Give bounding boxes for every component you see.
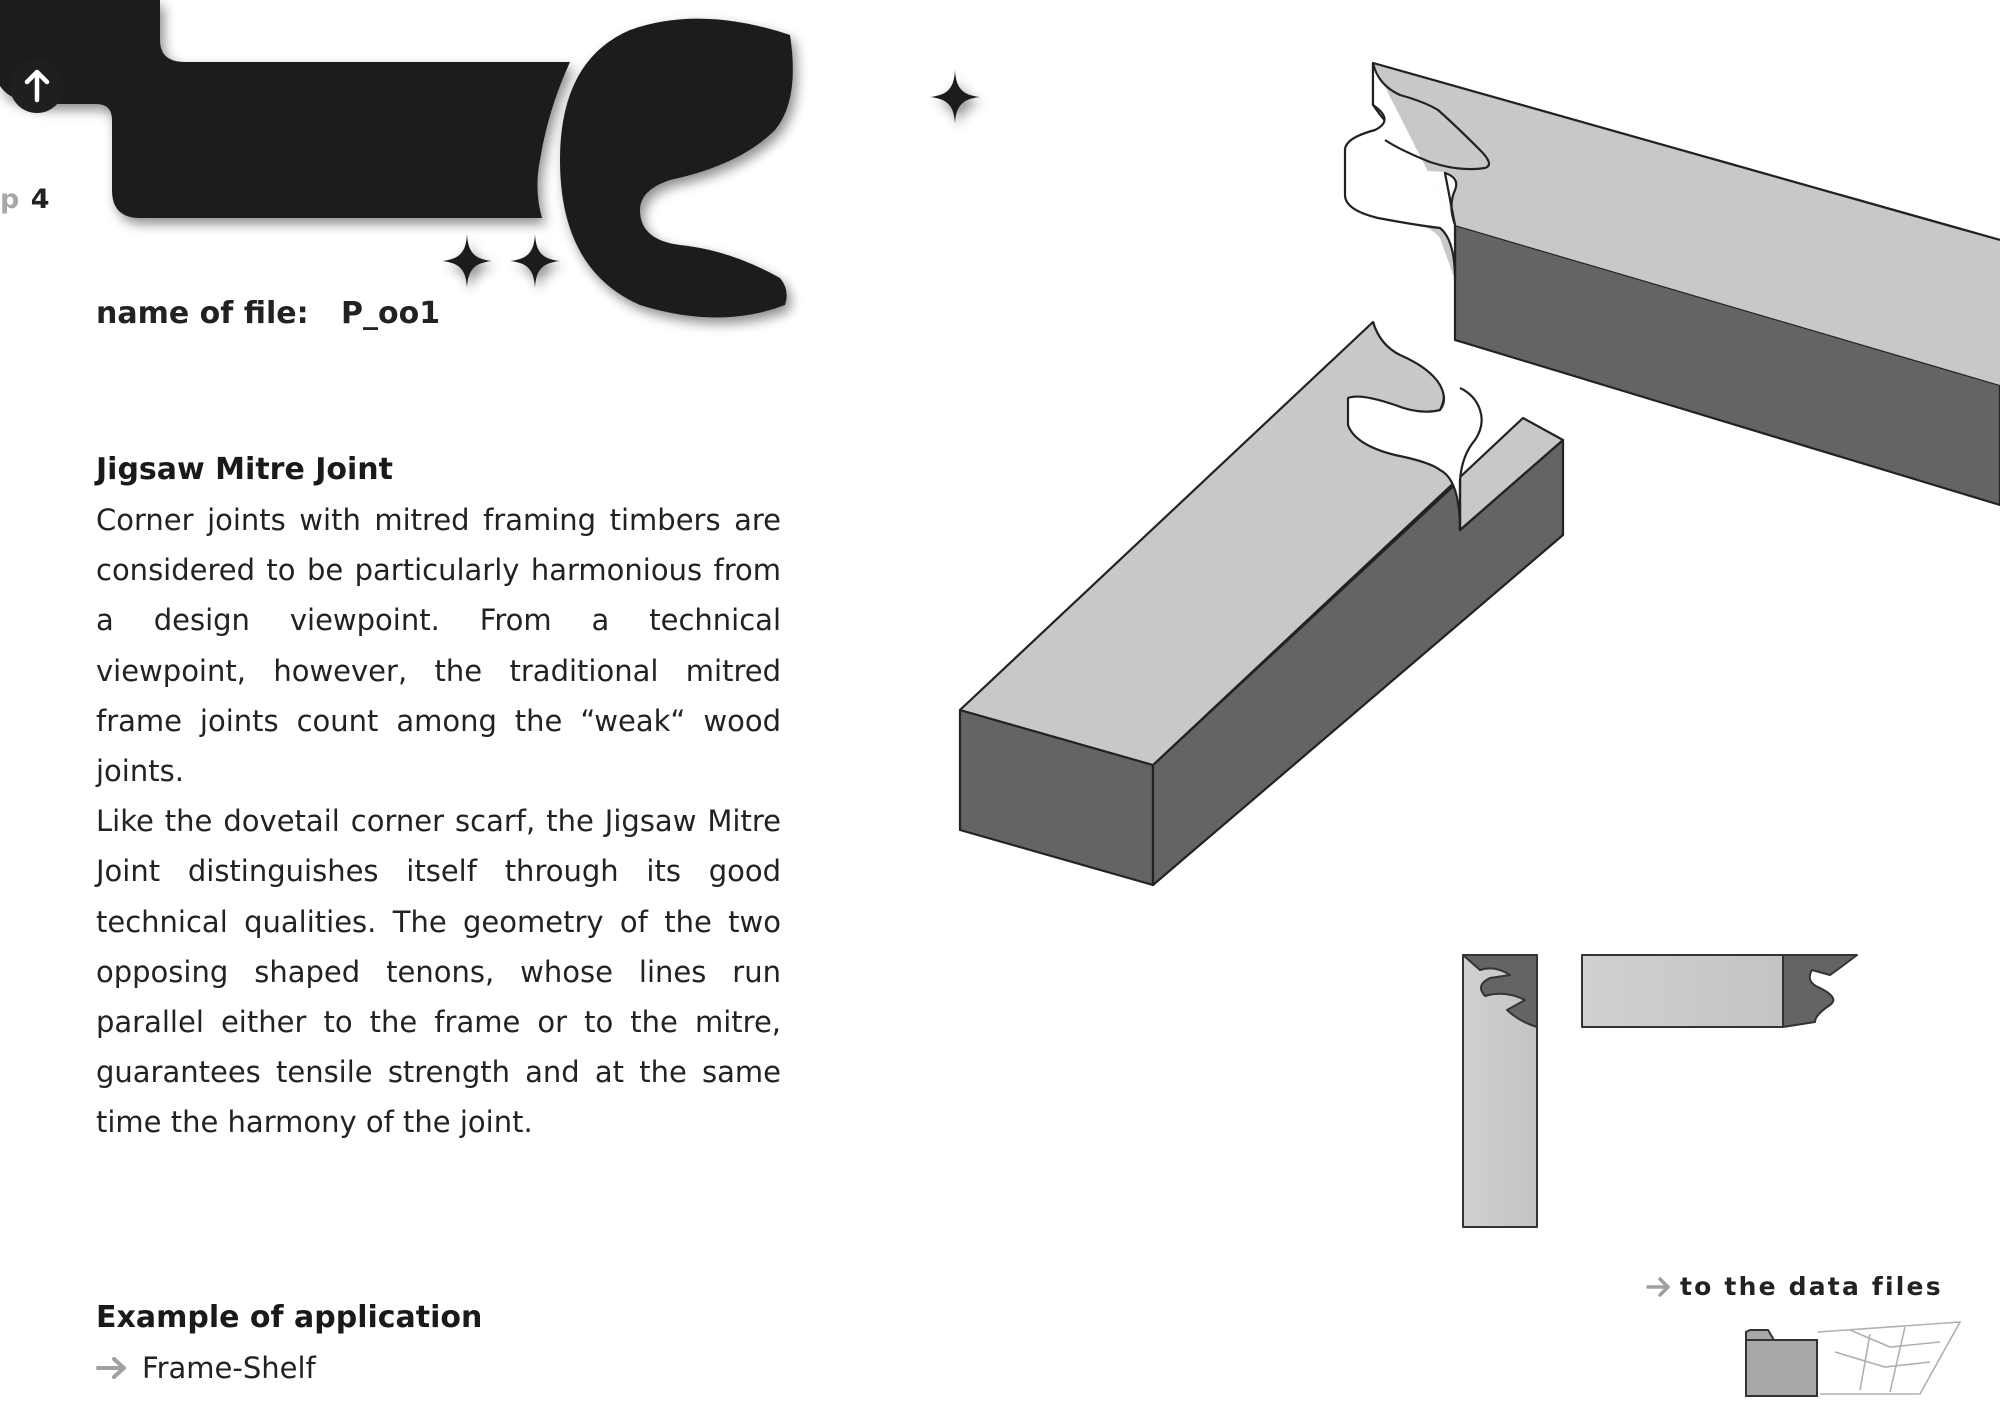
jigsaw-mitre-joint-3d-illustration (958, 61, 2000, 887)
article-paragraph-2: Like the dovetail corner scarf, the Jigs… (96, 804, 781, 1140)
article-paragraph-1: Corner joints with mitred framing timber… (96, 503, 781, 789)
article-title: Jigsaw Mitre Joint (96, 452, 393, 487)
header-graphic (0, 0, 980, 318)
up-arrow-icon (24, 69, 50, 103)
data-files-link-label: to the data files (1680, 1272, 1943, 1301)
page-number: 4 (30, 184, 51, 215)
page-number-label: p 4 (0, 184, 51, 215)
example-heading: Example of application (96, 1300, 483, 1335)
page-prefix: p (0, 184, 21, 215)
file-name-value: P_oo1 (341, 296, 441, 331)
data-files-link[interactable]: to the data files (1646, 1272, 1943, 1301)
jigsaw-mitre-joint-plan-view (1462, 954, 1858, 1228)
folder-icon[interactable] (1740, 1312, 1970, 1404)
right-arrow-icon (96, 1357, 126, 1379)
article-body: Jigsaw Mitre Joint Corner joints with mi… (96, 445, 781, 1148)
right-arrow-icon (1646, 1276, 1670, 1297)
file-name-label: name of file: (96, 296, 309, 331)
frame-shelf-link-label: Frame-Shelf (142, 1351, 316, 1385)
example-of-application: Example of application Frame-Shelf (96, 1293, 482, 1393)
frame-shelf-link[interactable]: Frame-Shelf (96, 1343, 482, 1393)
